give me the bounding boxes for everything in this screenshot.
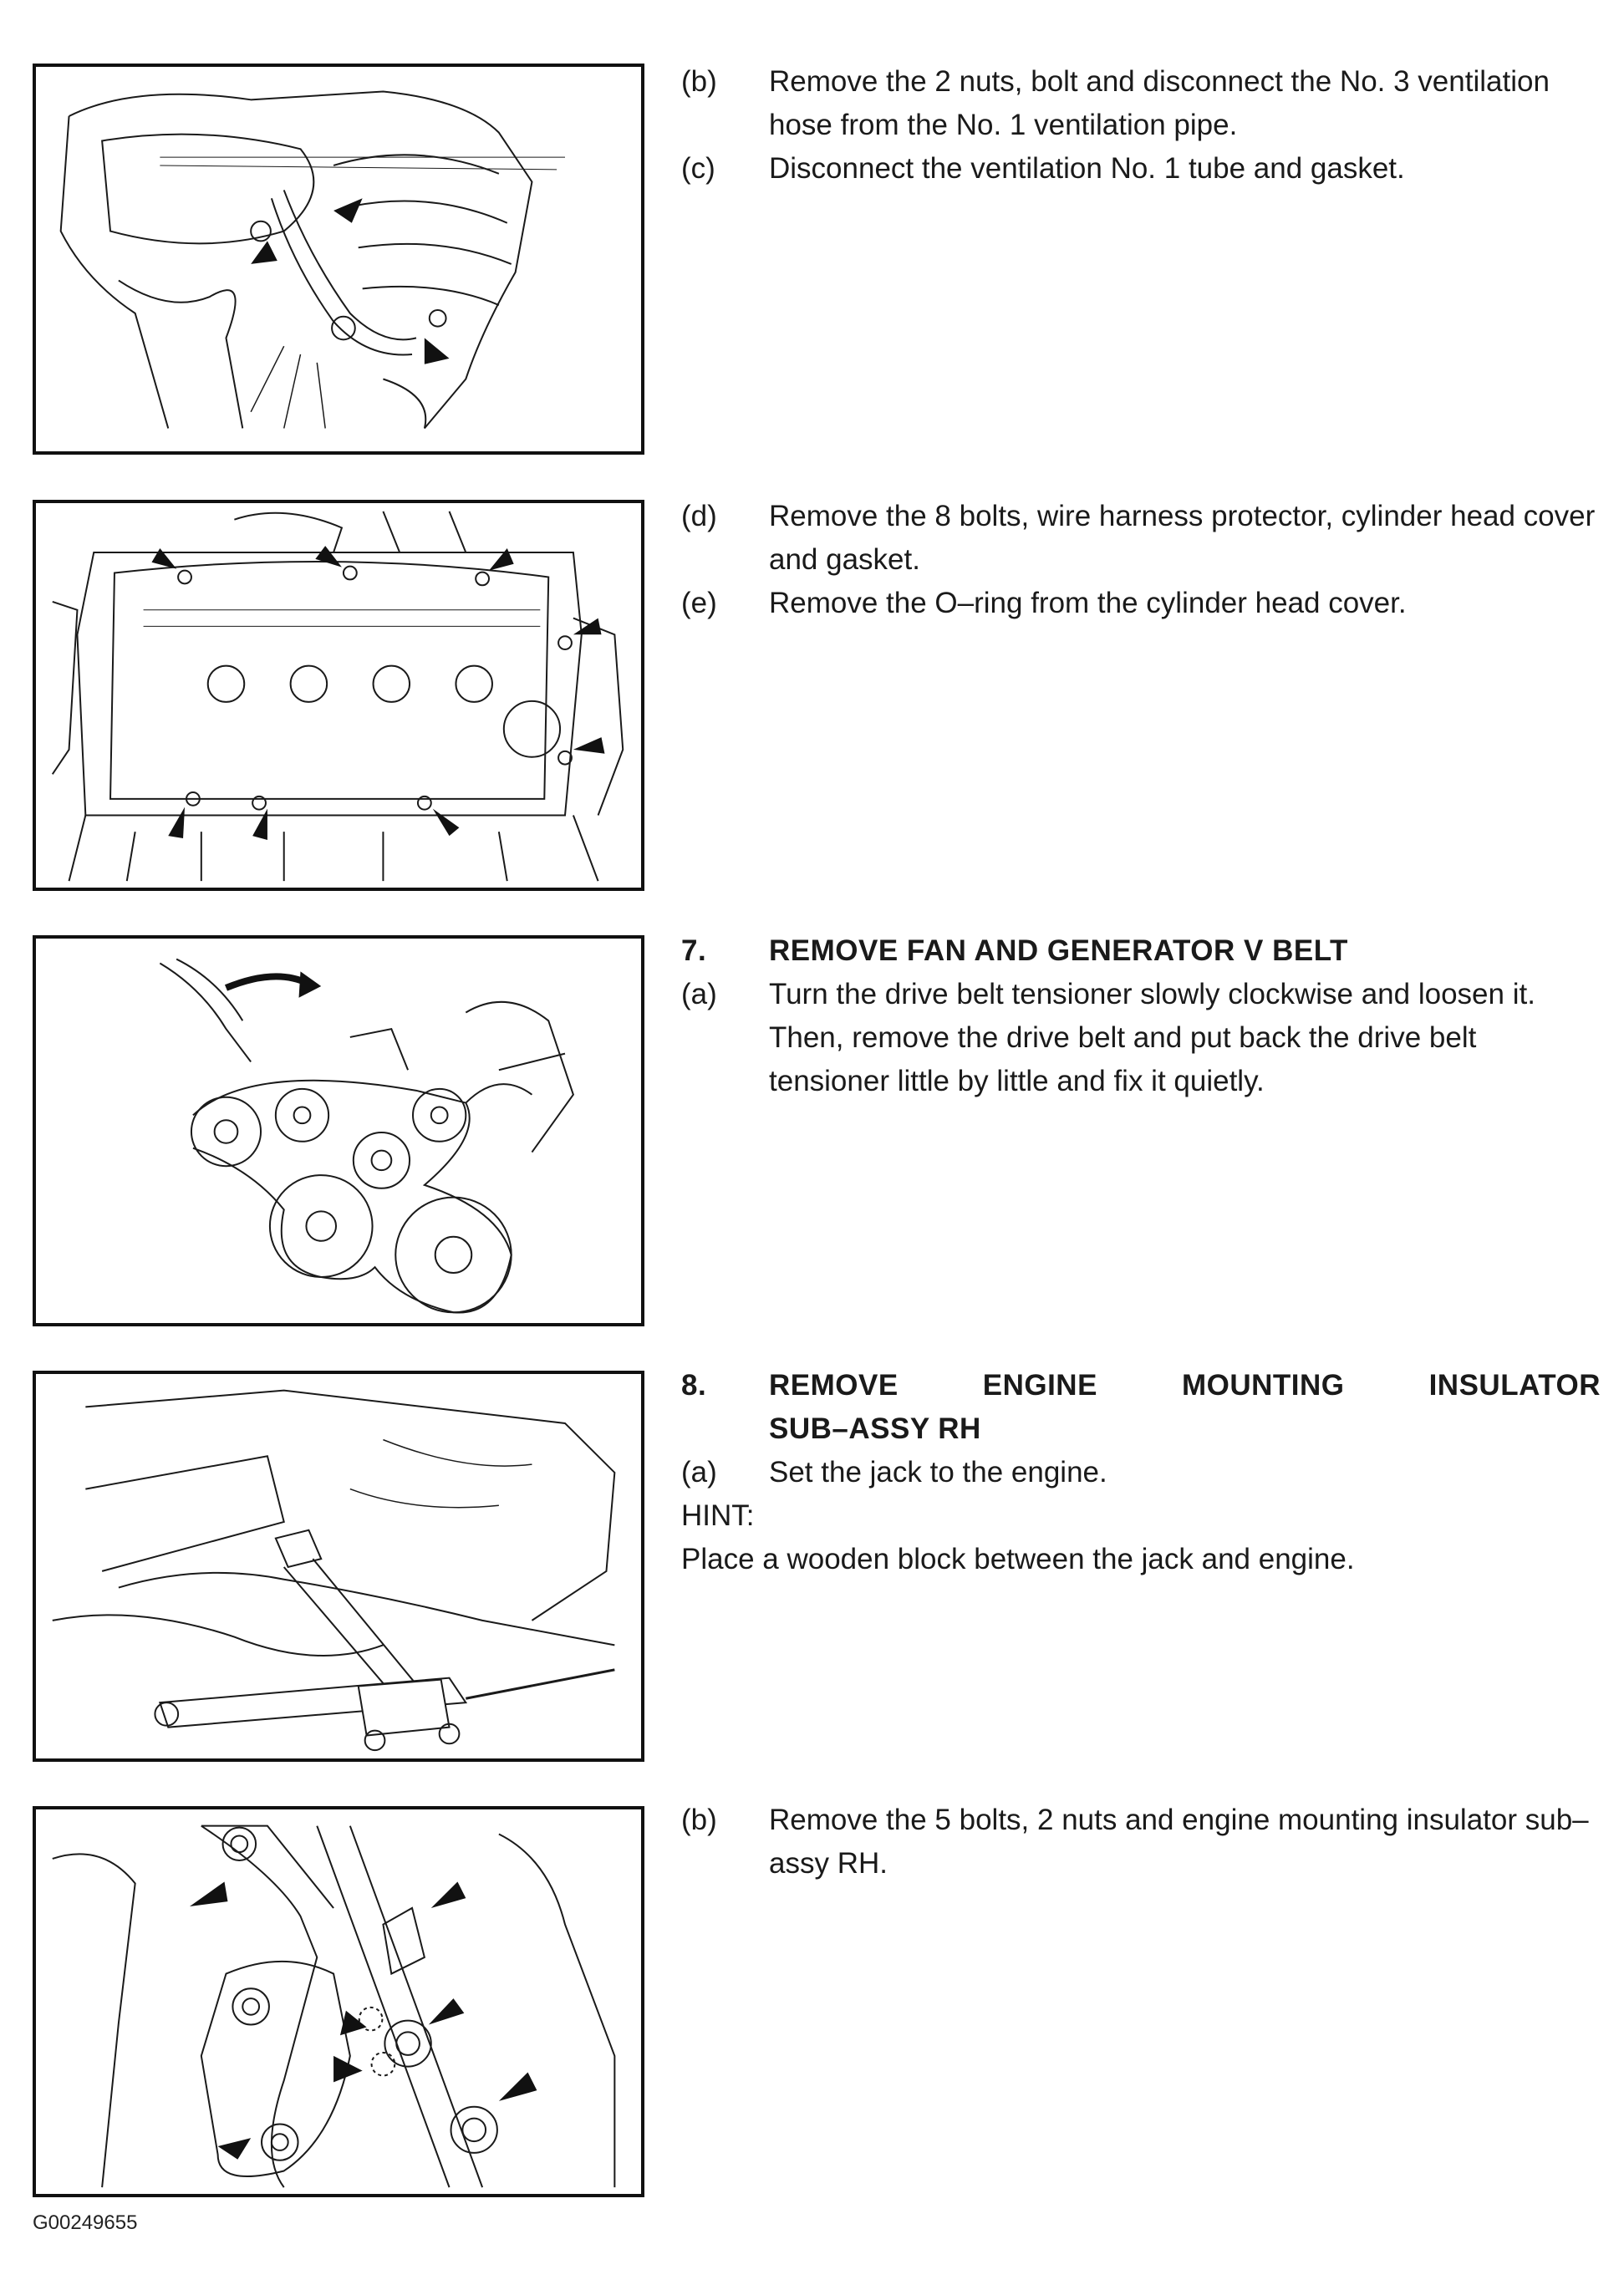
figure-cylinder-head-cover [33, 500, 644, 891]
instruction-block-mounting-insulator: 8. REMOVE ENGINE MOUNTING INSULATOR SUB–… [681, 1364, 1601, 1581]
section-heading-8: 8. REMOVE ENGINE MOUNTING INSULATOR SUB–… [681, 1364, 1601, 1451]
step-label: (c) [681, 152, 715, 185]
step-label: (e) [681, 587, 717, 619]
instruction-block-ventilation: (b) Remove the 2 nuts, bolt and disconne… [681, 60, 1601, 191]
figure-jack [33, 1371, 644, 1762]
step-d-head-cover: (d) Remove the 8 bolts, wire harness pro… [681, 495, 1601, 582]
hint-text: Place a wooden block between the jack an… [681, 1543, 1355, 1575]
step-label: (a) [681, 978, 717, 1010]
step-label: (d) [681, 500, 717, 532]
step-text: Remove the 8 bolts, wire harness protect… [769, 500, 1596, 576]
step-a-set-jack: (a) Set the jack to the engine. [681, 1451, 1601, 1494]
step-text: Remove the 2 nuts, bolt and disconnect t… [769, 65, 1550, 141]
hint-label: HINT: [681, 1499, 755, 1532]
figure-drive-belt [33, 935, 644, 1326]
section-title: REMOVE ENGINE MOUNTING INSULATOR SUB–ASS… [769, 1364, 1601, 1451]
step-label: (b) [681, 1804, 717, 1836]
step-text: Turn the drive belt tensioner slowly clo… [769, 978, 1535, 1097]
step-a-drive-belt: (a) Turn the drive belt tensioner slowly… [681, 973, 1601, 1103]
section-number: 7. [681, 934, 707, 967]
step-b-remove-bolts: (b) Remove the 5 bolts, 2 nuts and engin… [681, 1799, 1601, 1886]
figure-ventilation-hose [33, 64, 644, 455]
step-c-ventilation-tube: (c) Disconnect the ventilation No. 1 tub… [681, 147, 1601, 191]
section-title-line-2: SUB–ASSY RH [769, 1412, 981, 1445]
instruction-block-head-cover: (d) Remove the 8 bolts, wire harness pro… [681, 495, 1601, 625]
step-text: Set the jack to the engine. [769, 1456, 1107, 1489]
figure-code: G00249655 [33, 2211, 138, 2234]
figure-mounting-insulator [33, 1806, 644, 2197]
step-label: (a) [681, 1456, 717, 1489]
section-title: REMOVE FAN AND GENERATOR V BELT [769, 934, 1348, 967]
step-e-o-ring: (e) Remove the O–ring from the cylinder … [681, 582, 1601, 625]
step-text: Remove the O–ring from the cylinder head… [769, 587, 1407, 619]
step-text: Remove the 5 bolts, 2 nuts and engine mo… [769, 1804, 1589, 1880]
section-number: 8. [681, 1369, 707, 1402]
instruction-block-remove-bolts: (b) Remove the 5 bolts, 2 nuts and engin… [681, 1799, 1601, 1886]
section-heading-7: 7. REMOVE FAN AND GENERATOR V BELT [681, 929, 1601, 973]
instruction-block-v-belt: 7. REMOVE FAN AND GENERATOR V BELT (a) T… [681, 929, 1601, 1103]
step-label: (b) [681, 65, 717, 98]
section-title-line-1: REMOVE ENGINE MOUNTING INSULATOR [769, 1369, 1601, 1402]
step-text: Disconnect the ventilation No. 1 tube an… [769, 152, 1405, 185]
step-b-ventilation-hose: (b) Remove the 2 nuts, bolt and disconne… [681, 60, 1601, 147]
